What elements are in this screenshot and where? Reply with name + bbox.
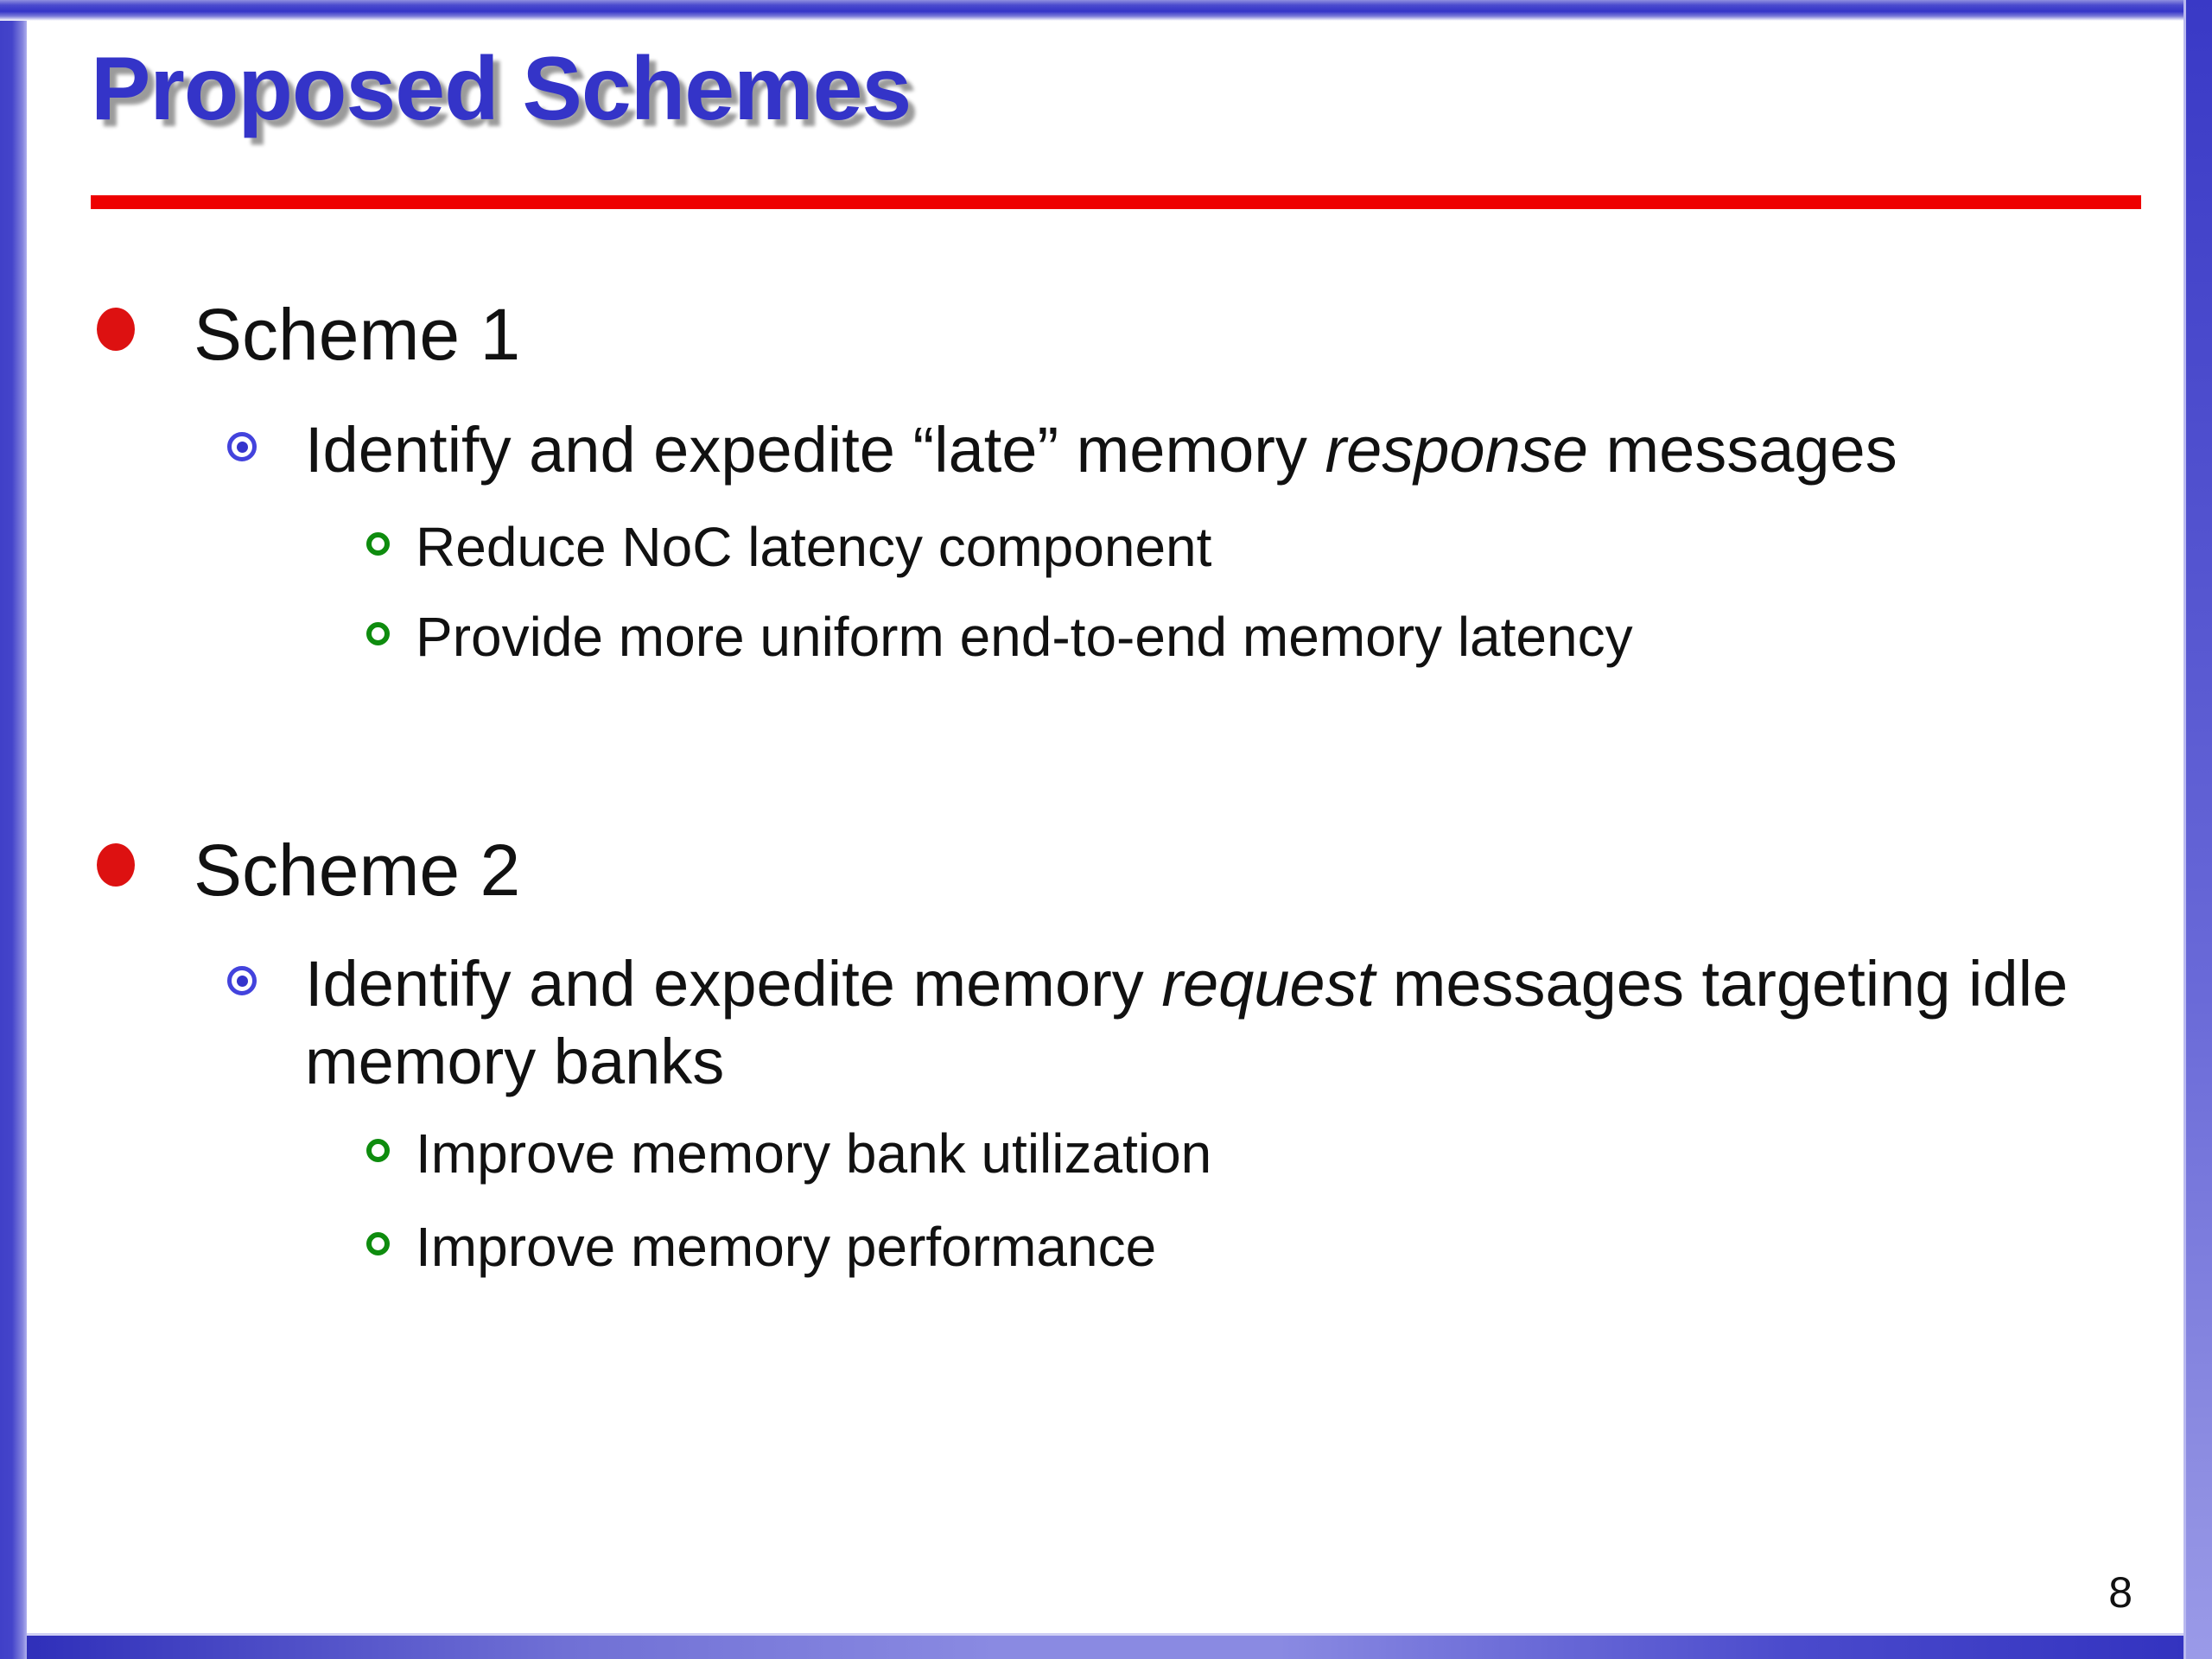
blue-dot-circle-bullet-icon [227,432,257,461]
scheme2-subpoint-1: Improve memory bank utilization [416,1122,1212,1185]
bullet-item-scheme1-point: Identify and expedite “late” memory resp… [227,411,1897,489]
bullet-item-scheme2-point: Identify and expedite memory request mes… [227,945,2068,1102]
slide-border-right [2183,0,2212,1659]
scheme1-subpoint-2: Provide more uniform end-to-end memory l… [416,606,1633,668]
scheme2-subpoint-2: Improve memory performance [416,1216,1157,1278]
bullet-item-scheme2-sub2: Improve memory performance [366,1213,1156,1281]
red-disc-bullet-icon [97,843,135,887]
bullet-item-scheme1: Scheme 1 [97,290,520,378]
bullet-item-scheme1-sub1: Reduce NoC latency component [366,513,1211,581]
blue-dot-icon [236,441,248,453]
title-underline [91,195,2141,209]
scheme1-subpoint-1: Reduce NoC latency component [416,516,1212,578]
blue-dot-icon [236,975,248,987]
red-disc-bullet-icon [97,308,135,351]
slide-border-left [0,0,27,1659]
page-number: 8 [2108,1568,2133,1617]
scheme1-heading: Scheme 1 [194,294,521,375]
emphasis-response: response [1325,414,1588,486]
scheme2-heading: Scheme 2 [194,830,521,911]
emphasis-request: request [1161,948,1376,1020]
bullet-item-scheme2: Scheme 2 [97,826,520,914]
scheme2-point-text: Identify and expedite memory request mes… [305,948,2069,1098]
scheme1-point-text: Identify and expedite “late” memory resp… [305,414,1897,486]
bullet-item-scheme1-sub2: Provide more uniform end-to-end memory l… [366,603,1633,671]
slide-title: Proposed Schemes [91,39,912,139]
green-ring-bullet-icon [366,622,390,645]
green-ring-bullet-icon [366,532,390,556]
slide-border-bottom [27,1633,2183,1659]
scheme2-point-line2: memory banks [305,1026,725,1098]
green-ring-bullet-icon [366,1139,390,1162]
slide-border-top [0,0,2183,21]
green-ring-bullet-icon [366,1232,390,1255]
blue-dot-circle-bullet-icon [227,966,257,995]
bullet-item-scheme2-sub1: Improve memory bank utilization [366,1120,1211,1187]
